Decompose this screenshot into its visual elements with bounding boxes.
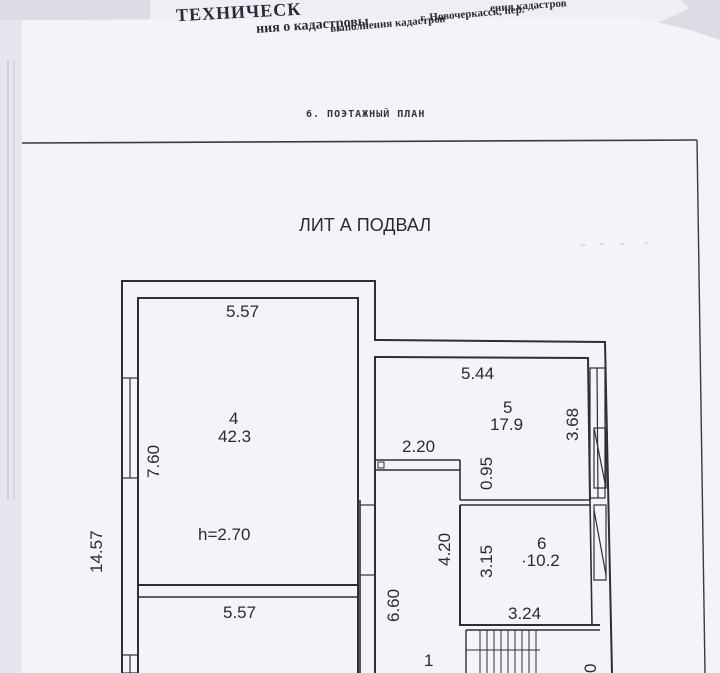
room4-height: h=2.70 [198, 525, 251, 544]
plan-title: ЛИТ А ПОДВАЛ [299, 215, 432, 235]
binding-strip [0, 20, 22, 673]
room1-number: 1 [424, 651, 434, 670]
main-paper [0, 18, 720, 673]
corridor-dim-b: 6.60 [384, 588, 403, 622]
room5-partition: 0.95 [477, 456, 496, 490]
room5-number: 5 [503, 398, 513, 417]
window-right-lower [593, 504, 607, 581]
room4-width-top: 5.57 [226, 302, 260, 321]
room6-area: ·10.2 [521, 551, 560, 570]
room5-length: 3.68 [563, 407, 582, 441]
corridor-dim-a: 4.20 [435, 532, 454, 566]
room4-width-bottom: 5.57 [223, 603, 257, 622]
window-left-lower [121, 654, 139, 673]
room4-number: 4 [229, 409, 239, 428]
edge-fragment: 0 [581, 663, 600, 673]
overall-length: 14.57 [87, 530, 106, 573]
frame-line-top [21, 139, 698, 144]
room5-area: 17.9 [490, 415, 524, 434]
room5-width: 5.44 [461, 364, 495, 383]
section-title: 6. ПОЭТАЖНЫЙ ПЛАН [306, 109, 426, 120]
frame-line-right [696, 139, 706, 673]
stairs [466, 630, 540, 673]
corridor-door [360, 504, 375, 576]
room6-number: 6 [537, 534, 547, 553]
window-left [121, 377, 139, 479]
window-right-upper [589, 367, 607, 499]
room6-length: 3.15 [477, 544, 496, 578]
room4-length: 7.60 [144, 444, 163, 478]
building-outline [121, 280, 613, 673]
room4-area: 42.3 [218, 427, 252, 446]
corridor-width: 2.20 [402, 437, 436, 456]
room6-width: 3.24 [508, 604, 542, 623]
